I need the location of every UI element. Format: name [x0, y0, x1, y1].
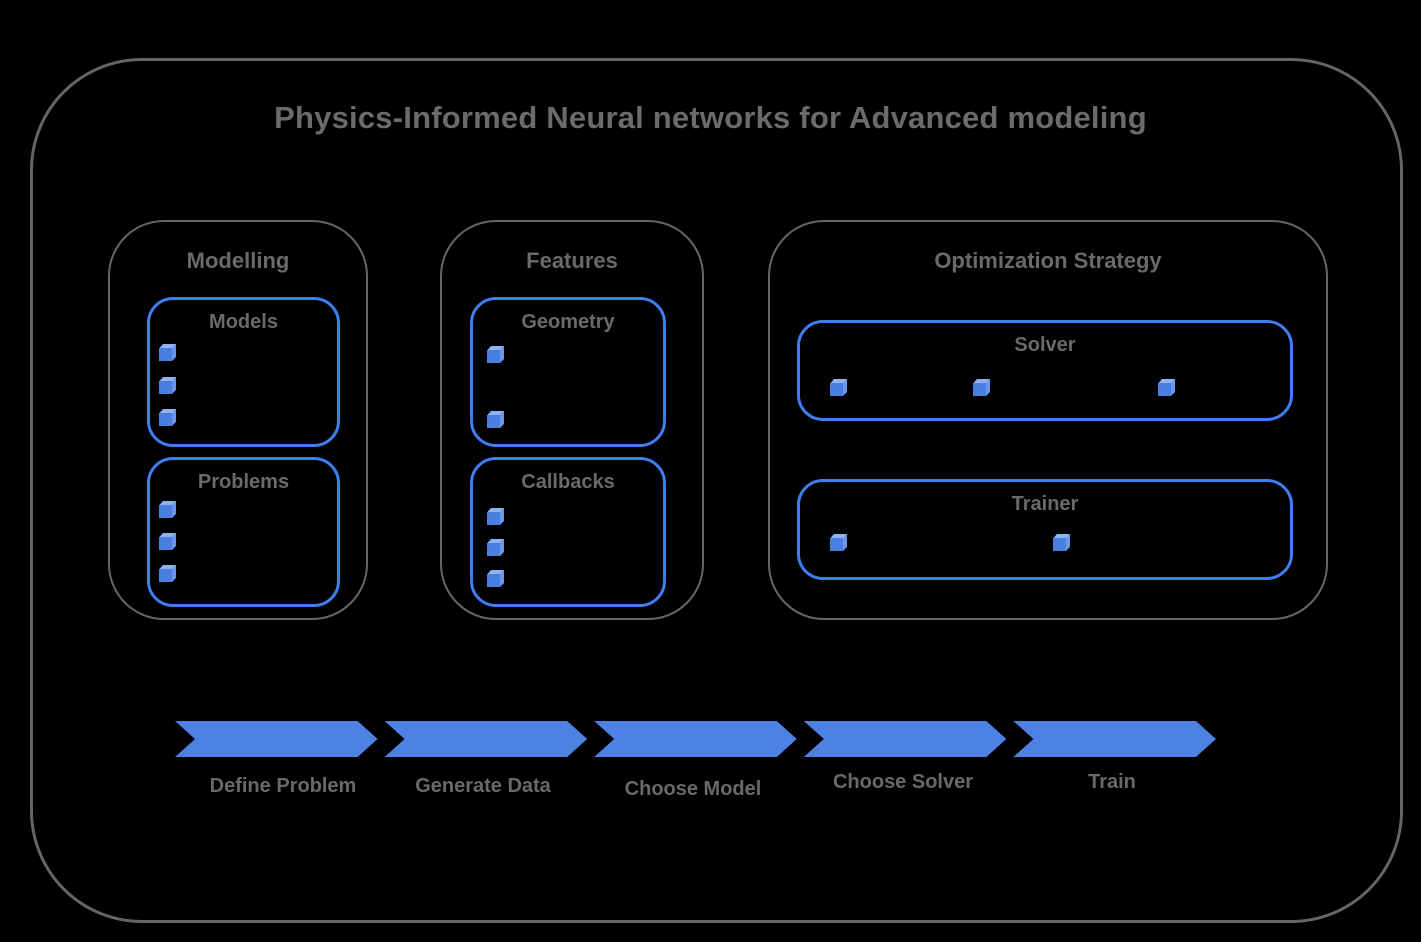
cube-bullet-icon [159, 501, 176, 518]
cube-bullet-icon [1158, 379, 1175, 396]
section-optimization-strategy: Optimization Strategy [768, 220, 1328, 620]
section-modelling: Modelling [108, 220, 368, 620]
step-label-choose-solver: Choose Solver [832, 771, 974, 793]
diagram-title: Physics-Informed Neural networks for Adv… [274, 100, 1147, 135]
chevron-arrow-icon [594, 721, 797, 757]
cube-bullet-icon [973, 379, 990, 396]
step-label-choose-model: Choose Model [624, 778, 762, 800]
box-geometry-label: Geometry [521, 311, 615, 333]
cube-bullet-icon [159, 409, 176, 426]
box-solver: Solver [797, 320, 1293, 421]
step-label-generate-data: Generate Data [415, 775, 551, 797]
cube-bullet-icon [159, 377, 176, 394]
step-label-train: Train [1088, 771, 1136, 793]
process-flow [175, 721, 1216, 757]
section-optimization-title: Optimization Strategy [934, 248, 1162, 273]
chevron-arrow-icon [385, 721, 588, 757]
box-callbacks-label: Callbacks [521, 471, 615, 493]
box-callbacks: Callbacks [470, 457, 666, 607]
chevron-arrow-icon [804, 721, 1007, 757]
cube-bullet-icon [1053, 534, 1070, 551]
section-features-title: Features [526, 248, 618, 273]
box-models-label: Models [209, 311, 278, 333]
cube-bullet-icon [830, 534, 847, 551]
box-trainer-label: Trainer [1011, 493, 1079, 515]
cube-bullet-icon [159, 533, 176, 550]
box-geometry: Geometry [470, 297, 666, 447]
box-trainer: Trainer [797, 479, 1293, 580]
box-problems-label: Problems [197, 471, 290, 493]
chevron-arrow-icon [175, 721, 378, 757]
outer-container [30, 58, 1403, 923]
cube-bullet-icon [487, 346, 504, 363]
box-problems: Problems [147, 457, 340, 607]
step-label-define-problem: Define Problem [209, 775, 357, 797]
section-features: Features [440, 220, 704, 620]
cube-bullet-icon [487, 570, 504, 587]
cube-bullet-icon [159, 565, 176, 582]
section-modelling-title: Modelling [186, 248, 290, 273]
chevron-arrow-icon [1013, 721, 1216, 757]
cube-bullet-icon [487, 411, 504, 428]
cube-bullet-icon [487, 508, 504, 525]
box-solver-label: Solver [1014, 334, 1076, 356]
cube-bullet-icon [830, 379, 847, 396]
cube-bullet-icon [159, 344, 176, 361]
cube-bullet-icon [487, 539, 504, 556]
box-models: Models [147, 297, 340, 447]
